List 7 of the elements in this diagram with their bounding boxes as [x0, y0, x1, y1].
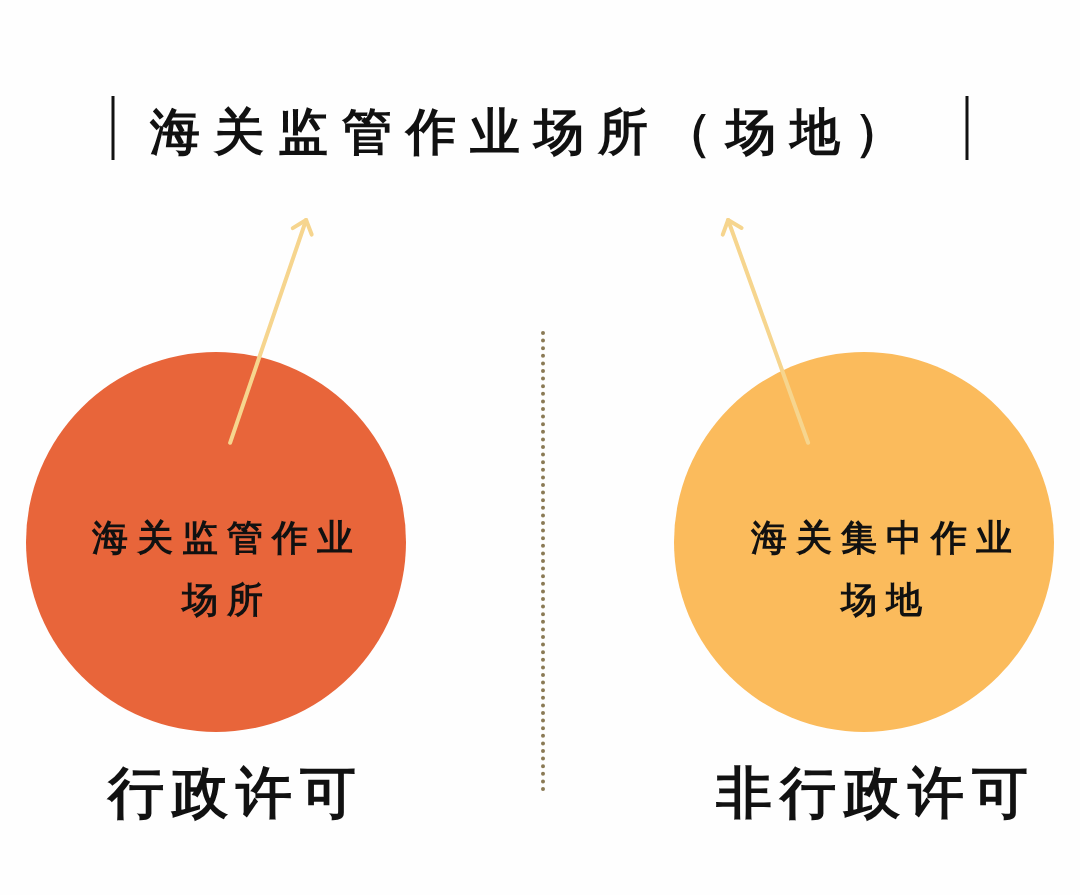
arrow: [228, 218, 314, 445]
node-label: 行政许可: [108, 758, 364, 827]
node-label: 海关集中作业场地: [749, 515, 1022, 622]
heading: 海关监管作业场所（场地）: [150, 100, 918, 164]
node-label: 非行政许可: [716, 758, 1036, 827]
node-label: 海关监管作业场所: [90, 515, 363, 622]
arrow: [720, 218, 811, 445]
